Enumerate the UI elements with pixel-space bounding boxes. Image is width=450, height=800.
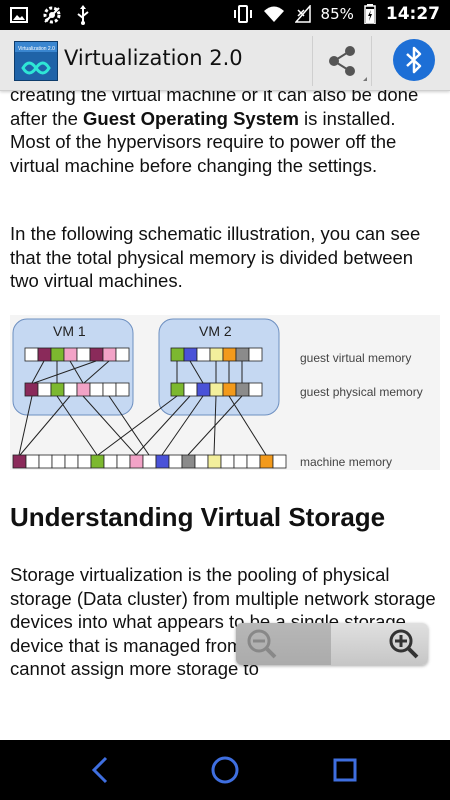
mapping-arrows bbox=[18, 360, 267, 456]
paragraph-2: In the following schematic illustration,… bbox=[10, 223, 421, 291]
vibrate-icon bbox=[233, 5, 252, 23]
battery-percent: 85% bbox=[320, 5, 354, 23]
home-icon bbox=[211, 756, 239, 784]
svg-text:Virtualization 2.0: Virtualization 2.0 bbox=[18, 46, 55, 52]
share-icon bbox=[329, 46, 367, 81]
vm2-physical-memory bbox=[170, 382, 263, 397]
label-machine-memory: machine memory bbox=[300, 455, 392, 469]
vm1-virtual-memory bbox=[24, 347, 130, 362]
machine-memory-row bbox=[12, 454, 287, 469]
paragraph-1: creating the virtual machine or it can a… bbox=[10, 90, 438, 177]
vm1-label: VM 1 bbox=[53, 323, 86, 339]
recents-icon bbox=[333, 758, 357, 782]
article-content: creating the virtual machine or it can a… bbox=[0, 90, 450, 740]
back-button[interactable] bbox=[80, 754, 120, 786]
vm1-physical-memory bbox=[24, 382, 130, 397]
zoom-out-button[interactable] bbox=[236, 623, 331, 665]
battery-icon bbox=[364, 4, 376, 24]
bluetooth-icon bbox=[406, 46, 422, 74]
section-heading: Understanding Virtual Storage bbox=[10, 502, 386, 532]
usb-icon bbox=[77, 5, 89, 25]
vm2-virtual-memory bbox=[170, 347, 263, 362]
app-title: Virtualization 2.0 bbox=[64, 46, 243, 70]
back-icon bbox=[91, 756, 108, 784]
recents-button[interactable] bbox=[325, 754, 365, 786]
zoom-out-icon bbox=[247, 629, 277, 659]
vm2-label: VM 2 bbox=[199, 323, 232, 339]
memory-diagram: VM 1 VM 2 bbox=[10, 315, 440, 470]
app-logo: Virtualization 2.0 bbox=[14, 41, 58, 81]
zoom-in-button[interactable] bbox=[332, 623, 428, 665]
settings-icon bbox=[43, 6, 61, 24]
wifi-icon bbox=[263, 6, 284, 22]
clock: 14:27 bbox=[385, 4, 440, 24]
image-icon bbox=[10, 7, 28, 23]
home-button[interactable] bbox=[205, 754, 245, 786]
label-guest-virtual-memory: guest virtual memory bbox=[300, 351, 411, 365]
paragraph-1-text-a: creating the virtual machine or it can a… bbox=[10, 90, 419, 129]
paragraph-1-text-b: is installed. Most of the hypervisors re… bbox=[10, 107, 397, 176]
zoom-control bbox=[236, 623, 428, 665]
zoom-in-icon bbox=[389, 629, 419, 659]
label-guest-physical-memory: guest physical memory bbox=[300, 385, 423, 399]
navigation-bar bbox=[0, 740, 450, 800]
paragraph-1-bold: Guest Operating System bbox=[83, 107, 299, 129]
app-bar: Virtualization 2.0 Virtualization 2.0 bbox=[0, 30, 450, 91]
status-bar: 85% 14:27 bbox=[0, 0, 450, 30]
share-button[interactable] bbox=[312, 36, 372, 86]
bluetooth-button[interactable] bbox=[393, 39, 435, 81]
signal-icon bbox=[294, 5, 311, 23]
